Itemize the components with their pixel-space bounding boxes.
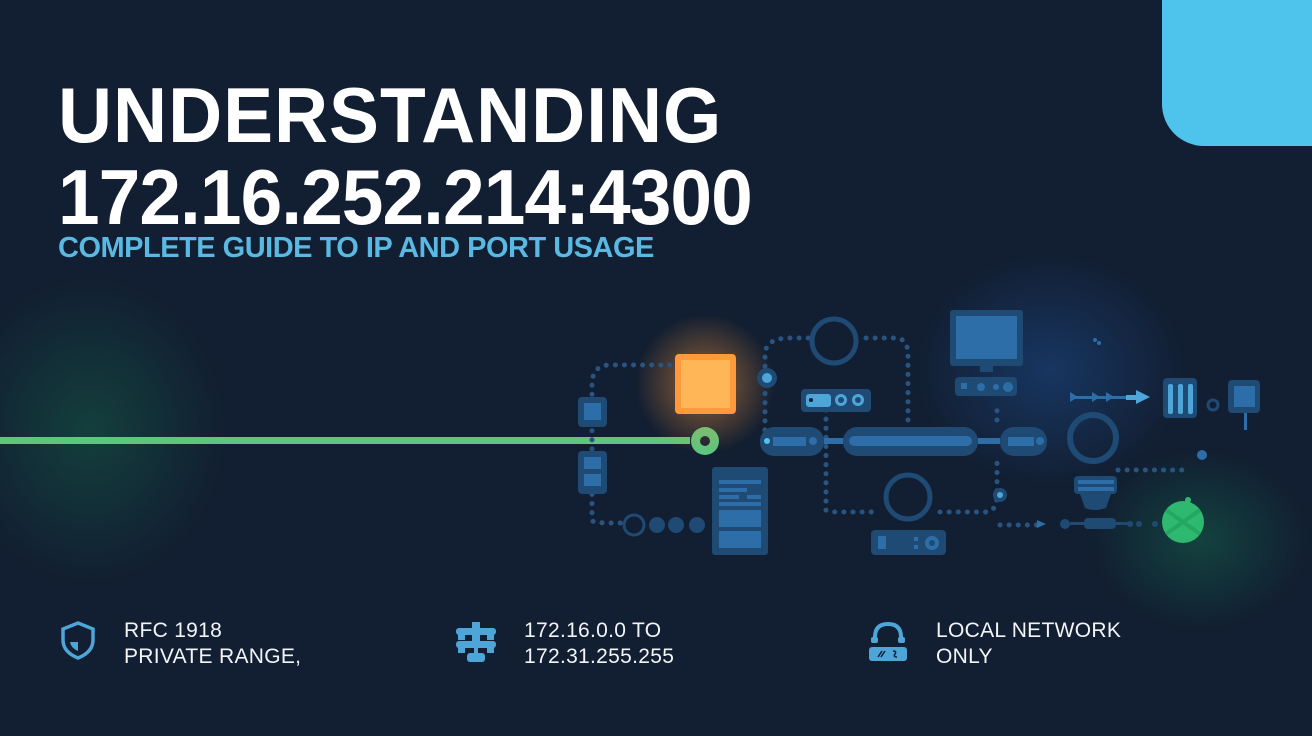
feature-line-2: PRIVATE RANGE, [124,645,302,668]
feature-local-only: LOCAL NETWORK ONLY [866,618,1121,670]
corner-accent-card [1162,0,1312,146]
dotted-connections [589,335,1193,528]
storage-device [871,530,946,555]
green-endpoint-node [1162,497,1204,543]
shield-icon [61,621,95,660]
bucket-node [1074,476,1117,510]
ring-node-bottom [883,472,933,522]
title-line-1: UNDERSTANDING [58,71,723,159]
background-glow-blue [900,240,1200,500]
device-strip [801,389,871,412]
bottom-circle-row [622,513,705,537]
device-pin [1228,380,1260,430]
left-module-bottom [578,451,607,494]
orange-highlight-node [635,314,775,454]
document-panel [712,467,768,555]
bottom-link [1037,518,1158,529]
server-rack [1163,378,1197,418]
feature-line-2: 172.31.255.255 [524,645,675,668]
page-title: UNDERSTANDING 172.16.252.214:4300 [58,76,753,241]
title-line-2: 172.16.252.214:4300 [58,153,753,241]
ring-node-top [809,316,859,366]
feature-private-range: RFC 1918 PRIVATE RANGE, [58,618,301,670]
ring-node-right [1067,412,1119,464]
feature-address-range: 172.16.0.0 TO 172.31.255.255 [454,618,674,670]
background-glow-green-secondary [1080,440,1312,640]
feature-line-1: 172.16.0.0 TO [524,619,662,642]
monitor-node [950,310,1023,396]
green-link-line [0,427,719,455]
small-ring-node [1206,398,1220,412]
arrow-indicator [1070,390,1150,404]
feature-line-2: ONLY [936,645,993,668]
background-glow-green [0,260,240,600]
feature-line-1: RFC 1918 [124,619,223,642]
network-bus [760,427,1047,456]
local-lock-icon [869,621,907,661]
page-subtitle: COMPLETE GUIDE TO IP AND PORT USAGE [58,232,654,264]
dot-node [1197,450,1207,460]
left-module-top [578,397,607,427]
feature-line-1: LOCAL NETWORK [936,619,1122,642]
small-lock-node [757,368,777,388]
network-hierarchy-icon [456,622,496,662]
